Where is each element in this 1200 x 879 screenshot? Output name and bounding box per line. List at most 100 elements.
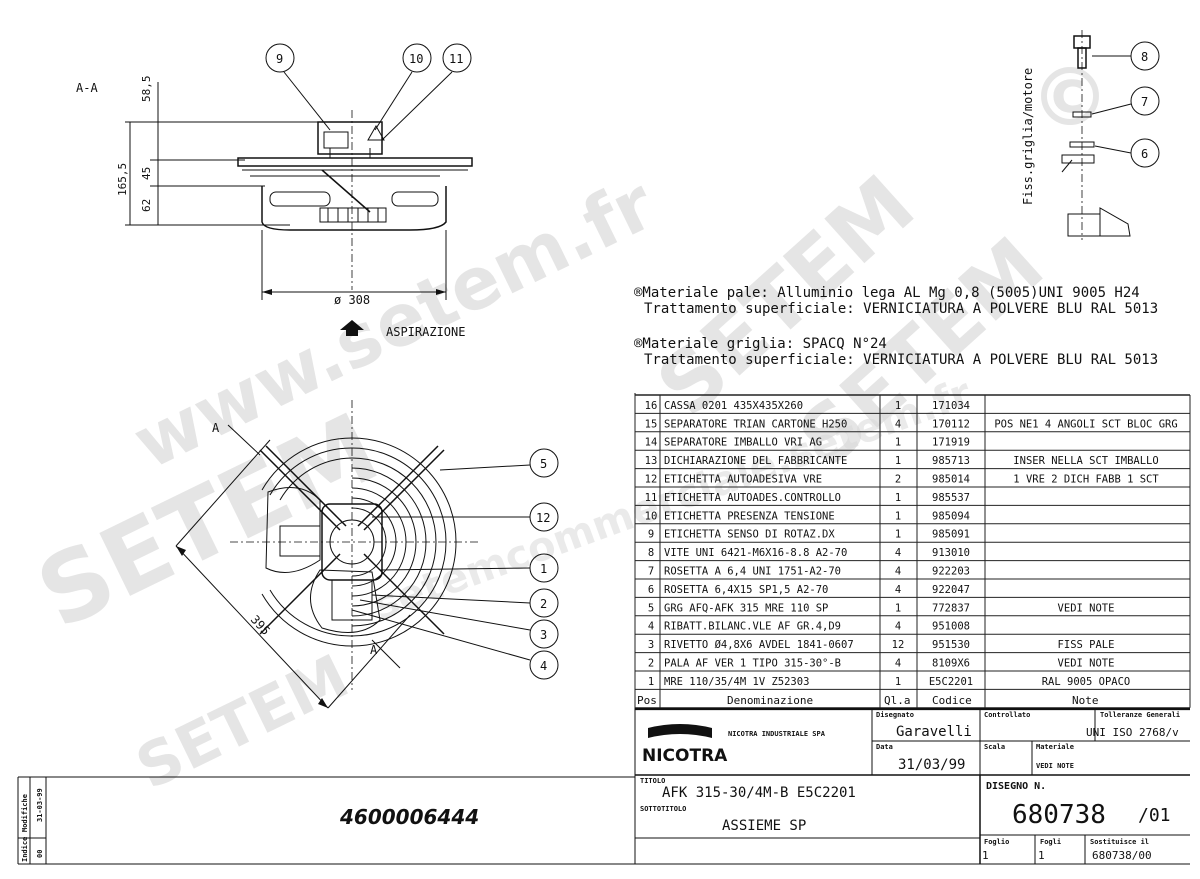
data-label: Data — [876, 743, 893, 751]
bom-cell-qta: 1 — [895, 400, 901, 412]
materiale-label: Materiale — [1036, 743, 1074, 751]
bom-cell-denominazione: ETICHETTA SENSO DI ROTAZ.DX — [664, 529, 835, 541]
note-2-line-2: Trattamento superficiale: VERNICIATURA A… — [644, 352, 1158, 368]
bom-cell-qta: 4 — [895, 584, 901, 596]
bom-cell-pos: 8 — [648, 547, 654, 559]
bom-cell-pos: 5 — [648, 602, 654, 614]
tolleranze-label: Tolleranze Generali — [1100, 711, 1180, 719]
bom-cell-note: VEDI NOTE — [1058, 602, 1115, 614]
bom-header-qta: Ql.a — [884, 694, 911, 707]
part-number: 4600006444 — [339, 805, 479, 829]
balloon-4: 4 — [540, 659, 547, 673]
balloon-7: 7 — [1141, 95, 1148, 109]
bom-cell-pos: 11 — [645, 492, 658, 504]
bom-cell-denominazione: SEPARATORE IMBALLO VRI AG — [664, 437, 822, 449]
bom-cell-codice: 8109X6 — [932, 658, 970, 670]
aspirazione-label: ASPIRAZIONE — [386, 325, 465, 339]
bom-cell-qta: 4 — [895, 547, 901, 559]
bom-cell-qta: 2 — [895, 474, 901, 486]
sottotitolo-label: SOTTOTITOLO — [640, 805, 686, 813]
bom-cell-qta: 1 — [895, 510, 901, 522]
section-label: A-A — [76, 81, 98, 95]
balloon-3: 3 — [540, 628, 547, 642]
side-view-section: A-A 58,5 165,5 45 62 — [76, 43, 473, 339]
bom-cell-codice: 772837 — [932, 602, 970, 614]
company-name: NICOTRA INDUSTRIALE SPA — [728, 730, 826, 738]
tolleranze-value: UNI ISO 2768/v — [1086, 726, 1179, 739]
bom-cell-denominazione: RIBATT.BILANC.VLE AF GR.4,D9 — [664, 621, 841, 633]
disegno-label: DISEGNO N. — [986, 781, 1046, 792]
bom-cell-qta: 1 — [895, 437, 901, 449]
bom-cell-qta: 1 — [895, 455, 901, 467]
revision-index: 00 — [36, 850, 44, 858]
dim-58-5: 58,5 — [140, 76, 153, 103]
note-1-line-2: Trattamento superficiale: VERNICIATURA A… — [644, 301, 1158, 317]
watermark-url: www.setem.fr — [121, 161, 667, 485]
dim-395: 395 — [248, 612, 273, 637]
bom-header-denominazione: Denominazione — [727, 694, 813, 707]
balloon-10: 10 — [409, 52, 423, 66]
terminal-box — [317, 121, 383, 155]
bom-cell-note: 1 VRE 2 DICH FABB 1 SCT — [1013, 474, 1159, 486]
bom-cell-denominazione: ETICHETTA PRESENZA TENSIONE — [664, 510, 835, 522]
note-2-line-1: ®Materiale griglia: SPACQ N°24 — [634, 336, 887, 352]
foglio-value: 1 — [982, 849, 989, 862]
titolo-value: AFK 315-30/4M-B E5C2201 — [662, 785, 856, 801]
bom-cell-codice: 922203 — [932, 566, 970, 578]
airflow-arrow-icon — [340, 320, 364, 336]
grille-plate — [237, 157, 473, 167]
section-marker-bottom: A — [370, 643, 378, 657]
bom-cell-denominazione: ETICHETTA AUTOADESIVA VRE — [664, 474, 822, 486]
bom-grid-lines — [634, 394, 1191, 709]
modifiche-label: Modifiche — [21, 794, 29, 832]
dim-diameter: ø 308 — [334, 293, 370, 307]
section-marker-top: A — [212, 421, 220, 435]
bom-cell-note: POS NE1 4 ANGOLI SCT BLOC GRG — [994, 418, 1177, 430]
bom-cell-qta: 4 — [895, 418, 901, 430]
revision-strip: Modifiche Indice 31-03-99 00 4600006444 — [17, 777, 635, 865]
bom-cell-codice: 985014 — [932, 474, 970, 486]
controllato-label: Controllato — [984, 711, 1030, 719]
scala-label: Scala — [984, 743, 1005, 751]
dim-62: 62 — [140, 199, 153, 212]
bom-cell-note: FISS PALE — [1058, 639, 1115, 651]
disegnato-label: Disegnato — [876, 711, 914, 719]
sostituisce-value: 680738/00 — [1092, 849, 1152, 862]
bom-cell-denominazione: RIVETTO Ø4,8X6 AVDEL 1841-0607 — [664, 639, 854, 651]
bom-cell-denominazione: ROSETTA 6,4X15 SP1,5 A2-70 — [664, 584, 828, 596]
bom-cell-pos: 9 — [648, 529, 654, 541]
bom-cell-pos: 13 — [645, 455, 658, 467]
fixing-detail: Fiss.griglia/motore 8 7 6 — [1021, 30, 1160, 240]
bom-cell-codice: 171919 — [932, 437, 970, 449]
bom-cell-codice: 985713 — [932, 455, 970, 467]
bom-header-note: Note — [1072, 694, 1099, 707]
bom-cell-codice: E5C2201 — [929, 676, 973, 688]
dim-45: 45 — [140, 167, 153, 180]
bom-header-codice: Codice — [932, 694, 972, 707]
front-view: A A 395 5 12 1 2 3 4 — [175, 400, 559, 709]
bom-cell-codice: 951008 — [932, 621, 970, 633]
nicotra-logo-icon — [648, 724, 712, 738]
bom-cell-codice: 922047 — [932, 584, 970, 596]
bom-cell-note: INSER NELLA SCT IMBALLO — [1013, 455, 1158, 467]
balloon-11: 11 — [449, 52, 463, 66]
logo-text: NICOTRA — [642, 746, 728, 766]
bom-cell-denominazione: VITE UNI 6421-M6X16-8.8 A2-70 — [664, 547, 847, 559]
balloon-1: 1 — [540, 562, 547, 576]
bom-cell-codice: 170112 — [932, 418, 970, 430]
bom-cell-pos: 6 — [648, 584, 654, 596]
bom-cell-pos: 3 — [648, 639, 654, 651]
balloon-5: 5 — [540, 457, 547, 471]
bom-cell-codice: 985091 — [932, 529, 970, 541]
motor-body — [261, 186, 447, 231]
watermark-setem-4: SETEM — [126, 642, 360, 804]
bom-cell-qta: 12 — [892, 639, 905, 651]
indice-label: Indice — [21, 837, 29, 862]
bom-cell-pos: 15 — [645, 418, 658, 430]
bom-cell-denominazione: PALA AF VER 1 TIPO 315-30°-B — [664, 658, 841, 670]
bom-cell-denominazione: ETICHETTA AUTOADES.CONTROLLO — [664, 492, 841, 504]
balloon-6: 6 — [1141, 147, 1148, 161]
bom-cell-codice: 913010 — [932, 547, 970, 559]
bom-cell-qta: 1 — [895, 529, 901, 541]
